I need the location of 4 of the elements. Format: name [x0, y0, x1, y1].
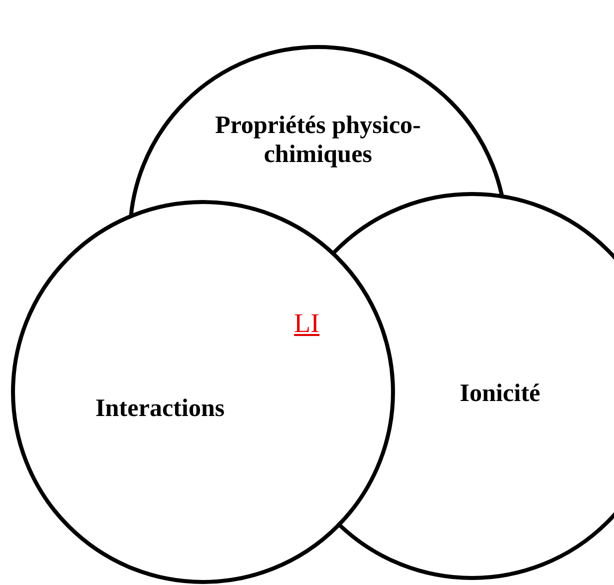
circle-title: Propriétés physico-chimiques: [214, 112, 422, 170]
circle-title: Interactions: [94, 395, 226, 424]
overlap-label: LI: [294, 308, 320, 339]
circle-title: Ionicité: [458, 380, 542, 409]
